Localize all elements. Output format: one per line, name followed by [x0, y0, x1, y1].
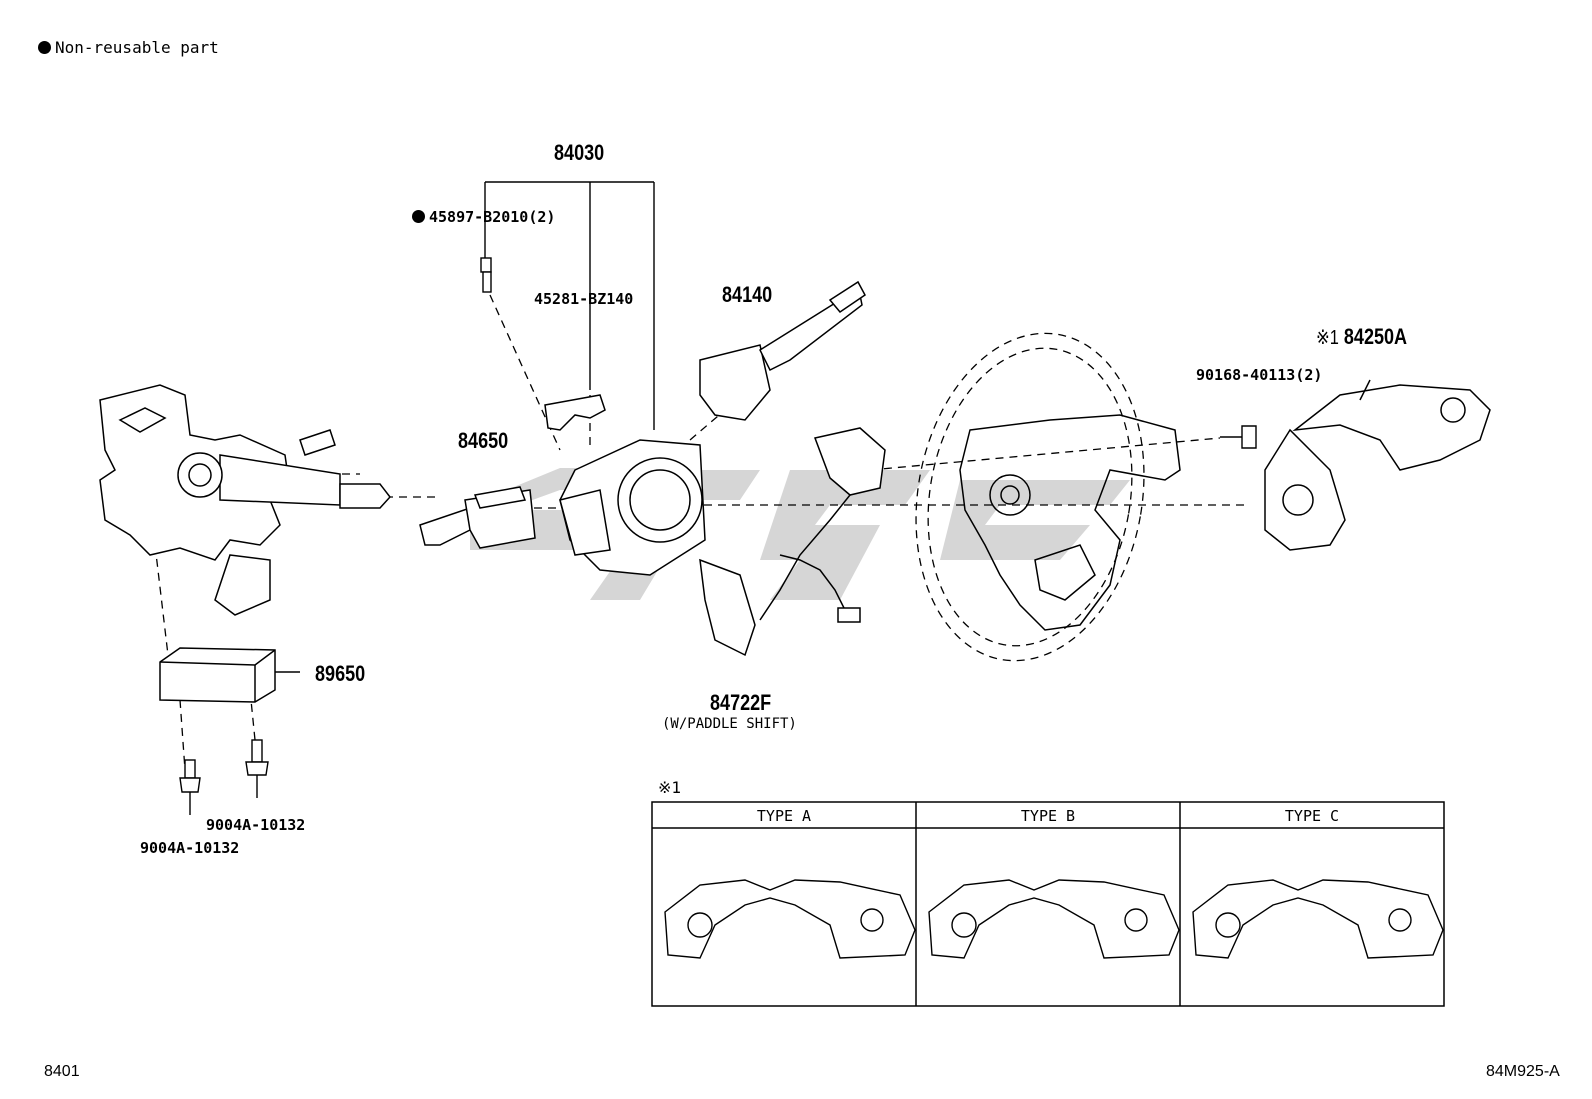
- note-mark: ※1: [1316, 327, 1339, 349]
- label-45897: 45897-B2010(2): [412, 210, 555, 225]
- label-84650: 84650: [458, 428, 509, 453]
- spiral-cable-84030: [559, 439, 706, 576]
- bracket-45281: [544, 394, 606, 431]
- bolt-9004a-left: [179, 759, 201, 815]
- type-table: [651, 801, 1445, 1007]
- legend: Non-reusable part: [38, 40, 219, 56]
- type-c-header: TYPE C: [1284, 807, 1340, 825]
- label-84140: 84140: [722, 282, 773, 307]
- switch-84650: [419, 486, 536, 549]
- type-table-mark: ※1: [658, 778, 682, 797]
- label-84030: 84030: [554, 140, 605, 165]
- pin-45897: [480, 257, 492, 293]
- pad-switch-84250a: [1264, 379, 1491, 551]
- steering-column: [99, 384, 391, 616]
- label-84250a: ※1 84250A: [1316, 324, 1408, 349]
- paddle-switch-84722f: [699, 427, 886, 657]
- type-table-thumbnails: [664, 879, 1444, 959]
- switch-84140: [699, 280, 866, 421]
- label-89650: 89650: [315, 661, 366, 686]
- label-45281: 45281-BZ140: [534, 290, 634, 308]
- screw-90168: [1220, 425, 1257, 449]
- type-b-header: TYPE B: [1020, 807, 1076, 825]
- non-reusable-dot-icon: [412, 210, 425, 223]
- non-reusable-dot-icon: [38, 41, 51, 54]
- label-90168: 90168-40113(2): [1196, 366, 1323, 384]
- ecu-89650: [159, 647, 300, 703]
- label-9004a-left: 9004A-10132: [140, 839, 240, 857]
- footer-left-code: 8401: [44, 1063, 80, 1080]
- bolt-9004a-right: [245, 739, 269, 798]
- legend-text: Non-reusable part: [55, 38, 219, 57]
- footer-right-code: 84M925-A: [1486, 1063, 1560, 1080]
- leader-84030: [484, 181, 655, 430]
- label-84722f-note: (W/PADDLE SHIFT): [662, 716, 797, 732]
- label-9004a-right: 9004A-10132: [206, 816, 306, 834]
- type-a-header: TYPE A: [756, 807, 812, 825]
- steering-wheel: [959, 414, 1181, 631]
- label-84722f: 84722F: [710, 690, 772, 715]
